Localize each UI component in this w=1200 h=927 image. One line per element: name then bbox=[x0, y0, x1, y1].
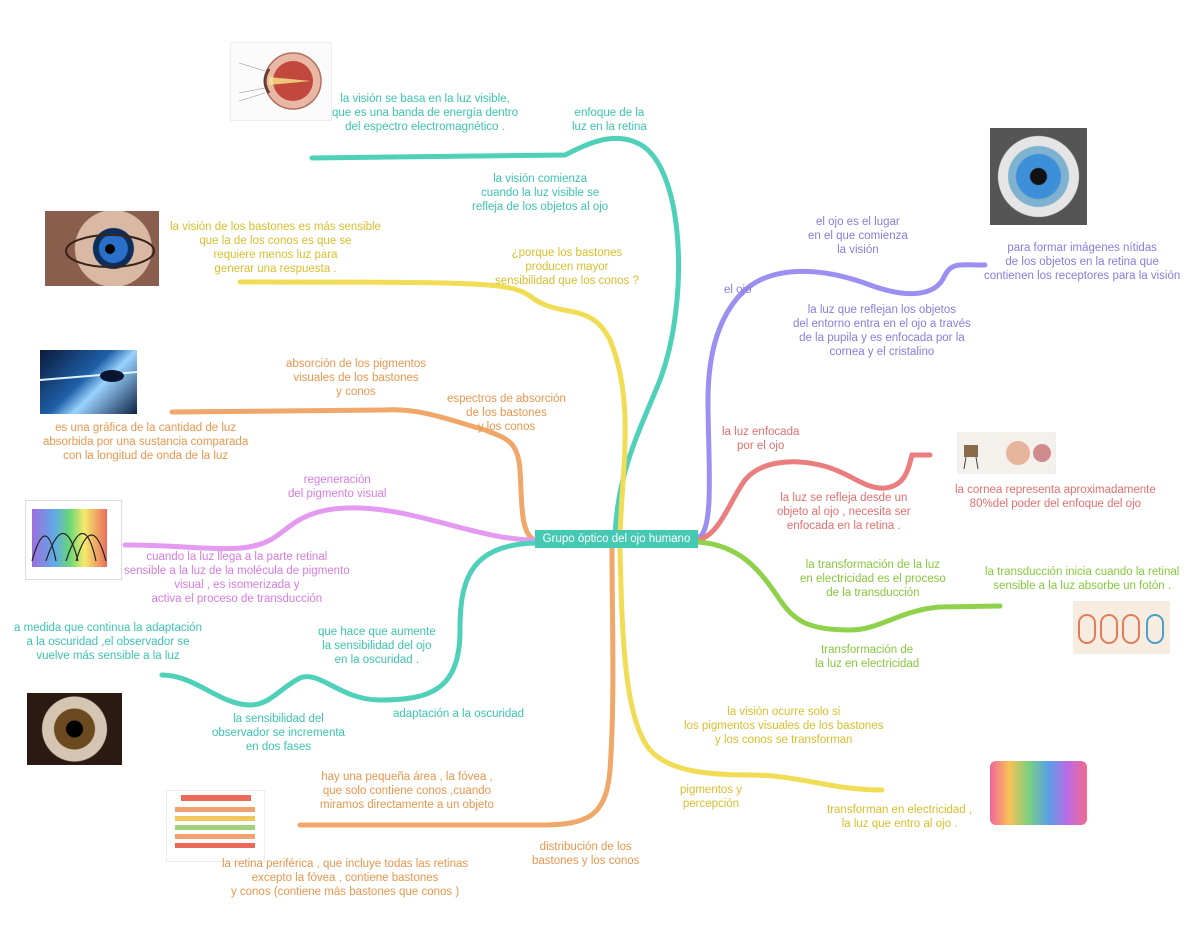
central-topic[interactable]: Grupo óptico del ojo humano bbox=[535, 530, 698, 548]
cones-rods-table-image bbox=[166, 790, 265, 862]
blue-vision-image bbox=[40, 350, 137, 414]
branch-enfoque-luz bbox=[309, 135, 682, 538]
table-icon bbox=[175, 795, 255, 848]
branch-espectros bbox=[169, 407, 538, 543]
branch-luz-enfocada bbox=[695, 452, 933, 543]
absorption-spectrum-chart-image bbox=[25, 500, 122, 580]
iris-closeup-image bbox=[990, 128, 1087, 225]
node-retina-periferica[interactable]: la retina periférica , que incluye todas… bbox=[222, 858, 469, 898]
branch-regeneracion bbox=[122, 505, 538, 552]
eye-anatomy-image bbox=[230, 42, 332, 121]
node-bastones-sensible[interactable]: la visión de los bastones es más sensibl… bbox=[170, 221, 381, 275]
transduction-diagram-image bbox=[1073, 601, 1170, 654]
eye-anatomy-icon bbox=[238, 52, 322, 110]
spectrum-chart-icon bbox=[31, 509, 107, 567]
blue-eye-closeup-image bbox=[45, 211, 159, 286]
cell-diagram-icon bbox=[1078, 614, 1164, 644]
branch-distribucion bbox=[297, 545, 616, 828]
node-transduccion-inicia[interactable]: la transducción inicia cuando la retinal… bbox=[985, 566, 1180, 592]
branch-transformacion bbox=[695, 539, 1003, 633]
node-fovea[interactable]: hay una pequeña área , la fóvea ,que sol… bbox=[320, 771, 494, 811]
camera-eye-icon bbox=[963, 441, 1051, 470]
branch-el-ojo bbox=[695, 262, 988, 541]
node-el-ojo[interactable]: el ojo bbox=[724, 284, 752, 296]
camera-eye-diagram-image bbox=[957, 432, 1056, 474]
brown-eye-image bbox=[27, 693, 122, 765]
branch-adaptacion bbox=[159, 540, 538, 708]
color-splash-image bbox=[990, 761, 1087, 825]
node-transforman-electricidad[interactable]: transforman en electricidad ,la luz que … bbox=[827, 804, 973, 830]
branch-pigmentos bbox=[617, 545, 885, 793]
branch-porque-bastones bbox=[237, 279, 628, 538]
node-vision-luz-visible[interactable]: la visión se basa en la luz visible,que … bbox=[332, 93, 519, 133]
eye-icon bbox=[65, 234, 155, 268]
light-beam-icon bbox=[40, 370, 137, 382]
node-adaptacion-oscuridad[interactable]: adaptación a la oscuridad bbox=[393, 708, 525, 720]
